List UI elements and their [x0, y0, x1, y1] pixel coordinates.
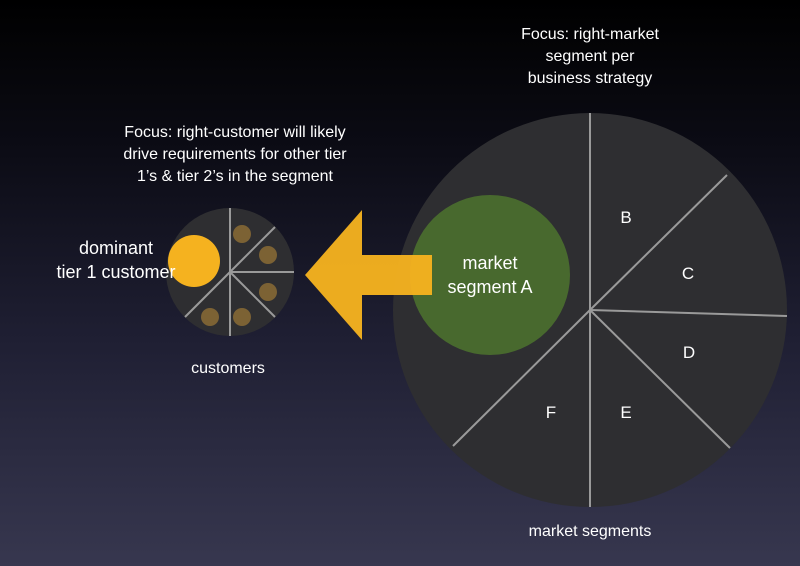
focus-arrow: [305, 210, 432, 340]
customer-divider-upper-right: [229, 226, 276, 273]
focus-customer-line-1: Focus: right-customer will likely: [124, 124, 346, 141]
customer-dot: [233, 308, 251, 326]
customer-divider-lines: [184, 208, 294, 336]
dominant-customer-dot: [168, 235, 220, 287]
customers-label: customers: [191, 360, 265, 377]
focus-market-line-3: business strategy: [527, 70, 653, 87]
customer-dots: [201, 225, 277, 326]
divider-right: [589, 309, 788, 317]
focus-customer-line-2: drive requirements for other tier: [123, 146, 347, 163]
segment-f-label: F: [545, 403, 557, 422]
focus-market-line-2: segment per: [545, 48, 635, 65]
dominant-customer-label: dominant tier 1 customer: [56, 236, 176, 284]
focus-customer-note: Focus: right-customer will likely drive …: [80, 122, 390, 188]
customer-dot: [259, 283, 277, 301]
focus-market-note: Focus: right-market segment per business…: [480, 24, 700, 90]
customer-dot: [259, 246, 277, 264]
segment-d-label: D: [682, 343, 696, 362]
customer-dot: [233, 225, 251, 243]
customer-divider-lower-left: [184, 271, 231, 318]
segment-a-line-2: segment A: [447, 277, 533, 297]
segment-a-label: market segment A: [425, 251, 555, 299]
focus-customer-line-3: 1’s & tier 2’s in the segment: [137, 168, 333, 185]
segment-e-label: E: [620, 403, 632, 422]
customer-dot: [201, 308, 219, 326]
segment-c-label: C: [681, 264, 695, 283]
dominant-line-1: dominant: [78, 238, 154, 258]
market-segments-label: market segments: [528, 523, 652, 540]
divider-upper-right: [589, 174, 728, 311]
divider-lower-right: [589, 309, 731, 449]
dominant-line-2: tier 1 customer: [56, 262, 176, 282]
segment-a-circle: [410, 195, 570, 355]
divider-lower-left: [452, 309, 591, 447]
customer-divider-lower-right: [229, 271, 276, 318]
focus-market-line-1: Focus: right-market: [521, 26, 659, 43]
segment-a-line-1: market: [462, 253, 518, 273]
segment-divider-lines: [452, 113, 788, 507]
segment-b-label: B: [620, 208, 632, 227]
